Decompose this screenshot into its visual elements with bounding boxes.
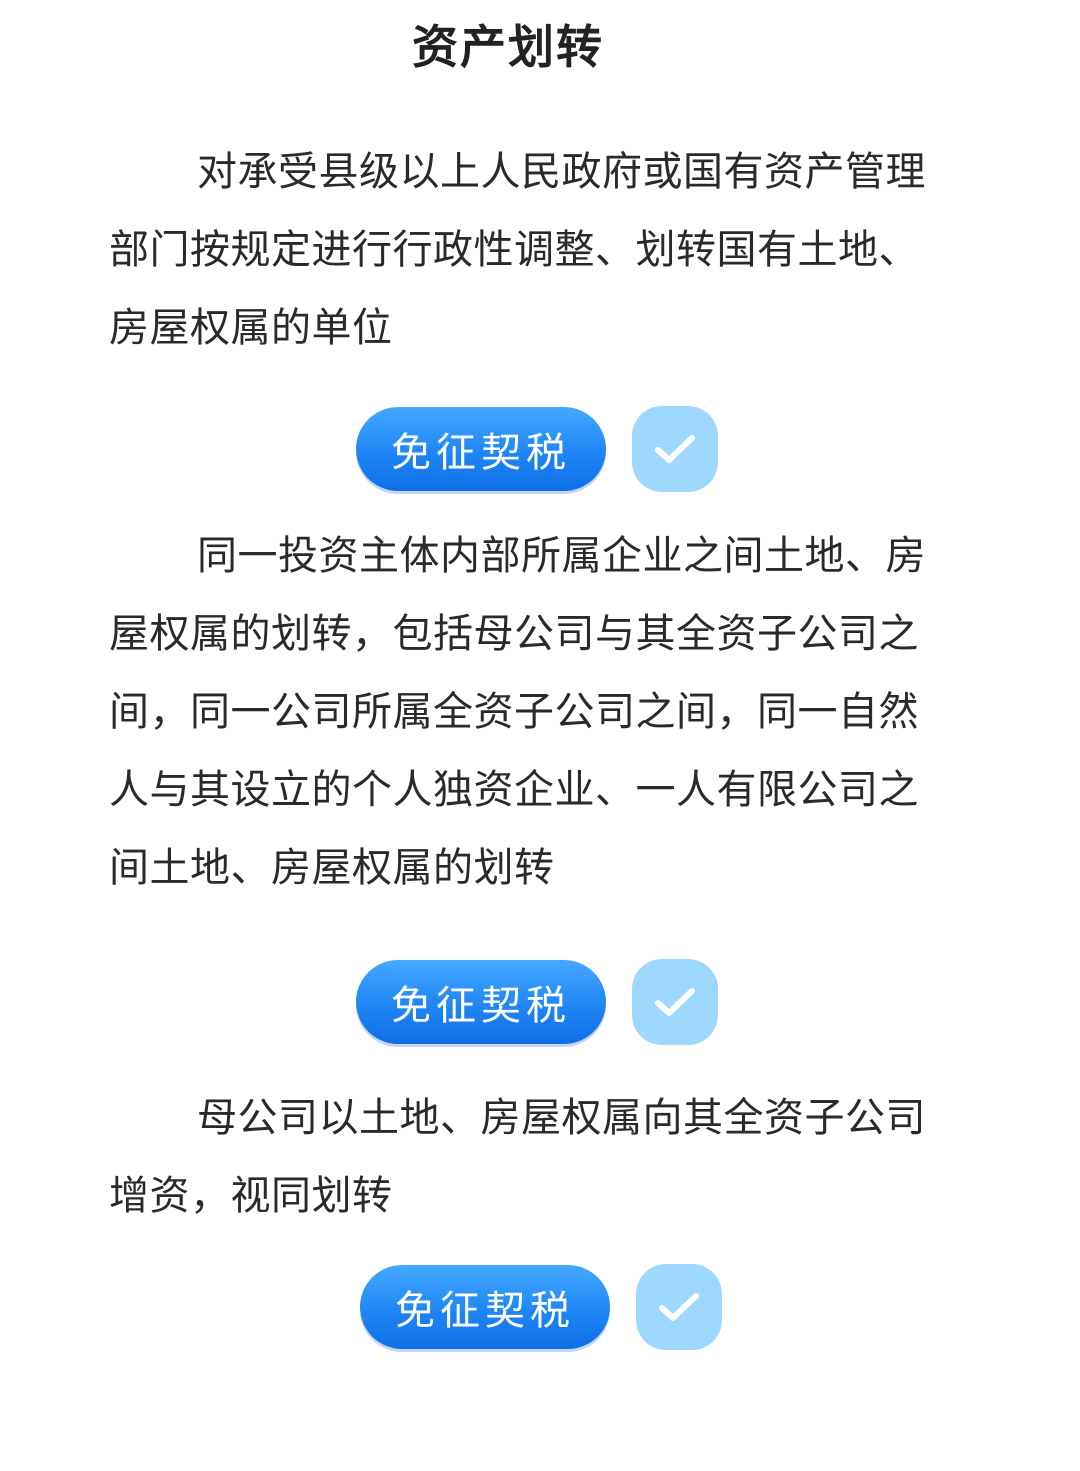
paragraph-3: 母公司以土地、房屋权属向其全资子公司增资，视同划转 xyxy=(109,1095,926,1219)
badge-row-2: 免征契税 xyxy=(356,959,718,1045)
tax-exempt-badge: 免征契税 xyxy=(356,407,606,491)
check-icon xyxy=(632,406,718,492)
paragraph-1: 对承受县级以上人民政府或国有资产管理部门按规定进行行政性调整、划转国有土地、房屋… xyxy=(109,149,926,351)
check-icon xyxy=(632,959,718,1045)
page-title: 资产划转 xyxy=(412,20,604,74)
tax-exempt-badge: 免征契税 xyxy=(356,960,606,1044)
tax-exempt-badge: 免征契税 xyxy=(360,1265,610,1349)
badge-row-3: 免征契税 xyxy=(360,1264,722,1350)
check-icon xyxy=(636,1264,722,1350)
paragraph-2: 同一投资主体内部所属企业之间土地、房屋权属的划转，包括母公司与其全资子公司之间，… xyxy=(109,533,926,891)
badge-row-1: 免征契税 xyxy=(356,406,718,492)
